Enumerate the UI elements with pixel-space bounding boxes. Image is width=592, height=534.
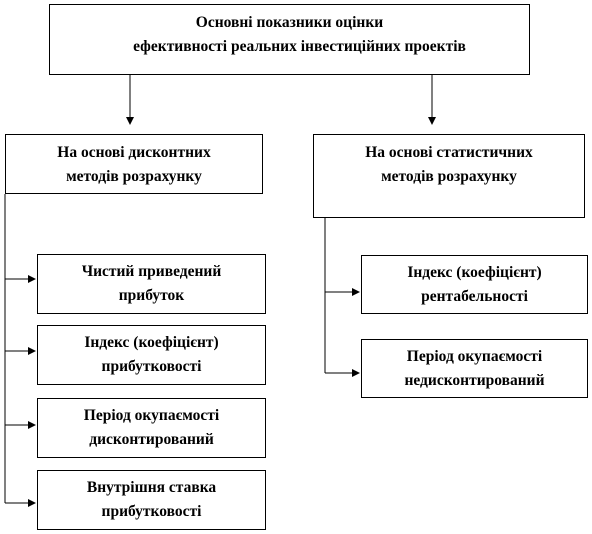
root-box: Основні показники оцінки ефективності ре… (49, 4, 530, 75)
right-group-box: На основі статистичних методів розрахунк… (313, 134, 585, 218)
left-item-3-line-1: Період окупаємості (83, 407, 220, 424)
left-group-line-1: На основі дисконтних (57, 144, 211, 161)
right-item-2-line-1: Період окупаємості (406, 347, 543, 365)
left-item-4-line-2: прибутковості (101, 503, 202, 520)
right-item-1-line-1: Індекс (коефіцієнт) (407, 263, 542, 281)
left-item-box: Індекс (коефіцієнт) прибутковості (37, 325, 266, 385)
right-item-box: Період окупаємості недисконтирований (361, 339, 588, 398)
left-group-box: На основі дисконтних методів розрахунку (5, 134, 263, 194)
right-item-2-line-2: недисконтирований (404, 371, 545, 389)
left-item-1-line-2: прибуток (118, 287, 185, 304)
right-item-box: Індекс (коефіцієнт) рентабельності (361, 255, 588, 314)
left-item-2-line-2: прибутковості (101, 358, 202, 375)
right-group-line-2: методів розрахунку (381, 168, 517, 185)
left-item-3-line-2: дисконтирований (89, 431, 214, 448)
left-item-4-line-1: Внутрішня ставка (86, 479, 217, 496)
left-item-2-line-1: Індекс (коефіцієнт) (84, 334, 219, 351)
left-group-line-2: методів розрахунку (66, 168, 202, 185)
left-item-box: Чистий приведений прибуток (37, 254, 266, 314)
left-item-box: Внутрішня ставка прибутковості (37, 470, 266, 530)
right-group-line-1: На основі статистичних (365, 144, 533, 161)
root-title-line-2: ефективності реальних інвестиційних прое… (133, 38, 466, 55)
right-item-1-line-2: рентабельності (421, 287, 528, 305)
left-item-box: Період окупаємості дисконтирований (37, 398, 266, 458)
root-title-line-1: Основні показники оцінки (195, 14, 384, 31)
left-item-1-line-1: Чистий приведений (81, 263, 222, 280)
